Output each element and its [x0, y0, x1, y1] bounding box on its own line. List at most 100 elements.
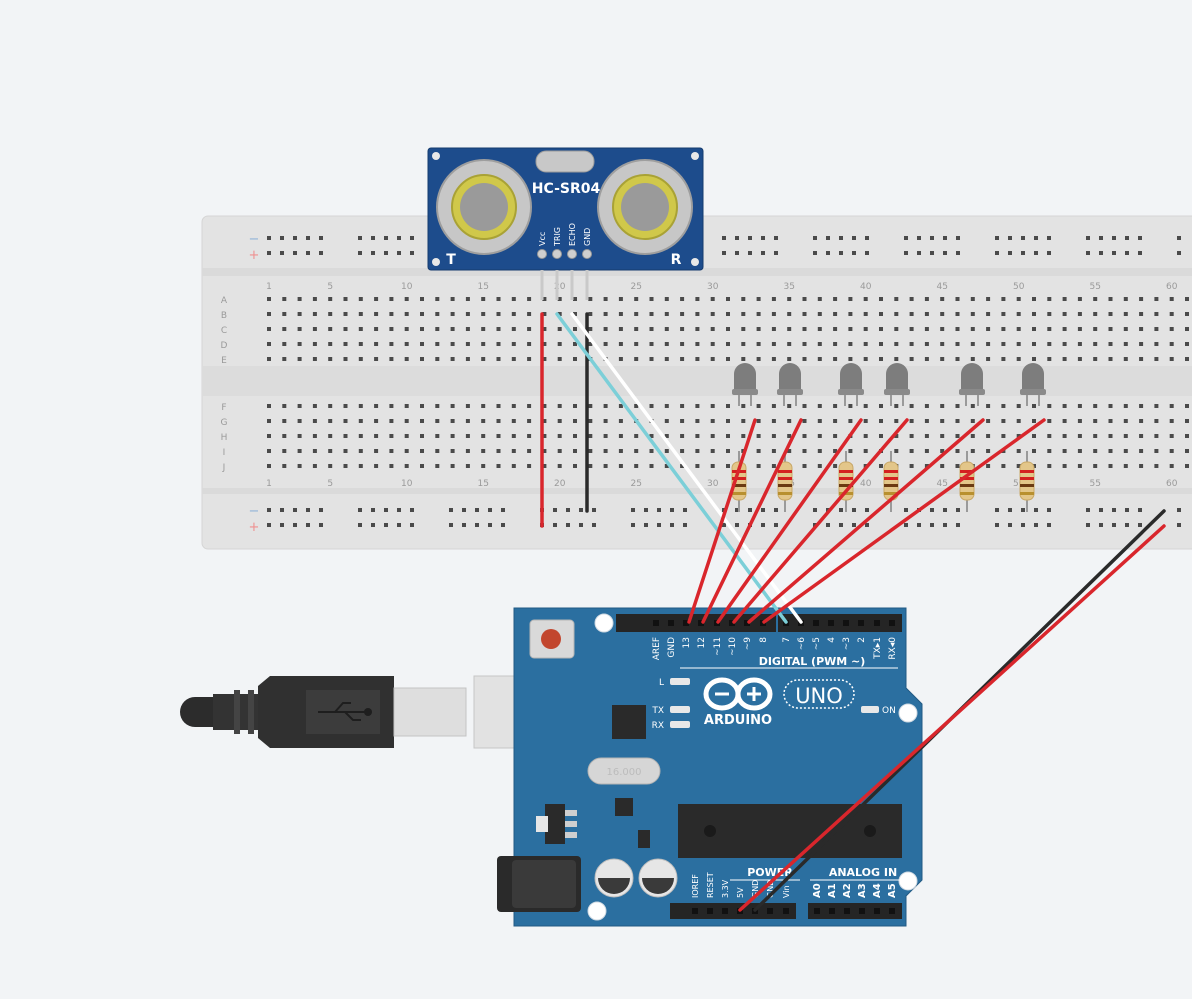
breadboard-hole[interactable] [573, 342, 577, 346]
breadboard-hole[interactable] [588, 449, 593, 453]
digital-pin-socket[interactable] [889, 620, 895, 626]
breadboard-hole[interactable] [634, 312, 639, 316]
breadboard-hole[interactable] [618, 434, 623, 438]
analog-pin-socket[interactable] [889, 908, 895, 914]
rail-hole[interactable] [1177, 523, 1181, 527]
breadboard-hole[interactable] [970, 342, 975, 346]
breadboard-hole[interactable] [404, 357, 409, 361]
led[interactable] [959, 363, 985, 406]
rail-hole[interactable] [1138, 236, 1142, 240]
rail-hole[interactable] [462, 523, 466, 527]
breadboard-hole[interactable] [618, 449, 623, 453]
breadboard-hole[interactable] [634, 297, 639, 301]
power-pin-socket[interactable] [783, 908, 789, 914]
breadboard-hole[interactable] [312, 449, 317, 453]
breadboard-hole[interactable] [940, 464, 945, 468]
breadboard-hole[interactable] [496, 342, 501, 346]
breadboard-hole[interactable] [557, 464, 562, 468]
breadboard-hole[interactable] [1154, 419, 1159, 423]
breadboard-hole[interactable] [771, 404, 776, 408]
breadboard-hole[interactable] [756, 464, 761, 468]
rail-hole[interactable] [579, 508, 583, 512]
rail-hole[interactable] [826, 523, 830, 527]
breadboard-hole[interactable] [1123, 342, 1128, 346]
breadboard-hole[interactable] [450, 342, 455, 346]
resistor[interactable] [777, 451, 793, 512]
breadboard-hole[interactable] [573, 312, 577, 316]
breadboard-hole[interactable] [894, 327, 899, 331]
rail-hole[interactable] [761, 251, 765, 255]
breadboard-hole[interactable] [435, 327, 440, 331]
breadboard-hole[interactable] [328, 342, 333, 346]
breadboard-hole[interactable] [879, 312, 883, 316]
rail-hole[interactable] [384, 508, 388, 512]
rail-hole[interactable] [371, 236, 375, 240]
rail-hole[interactable] [722, 236, 726, 240]
breadboard-hole[interactable] [603, 297, 608, 301]
breadboard-hole[interactable] [1108, 297, 1113, 301]
breadboard-hole[interactable] [267, 327, 271, 331]
rail-hole[interactable] [852, 508, 856, 512]
breadboard-hole[interactable] [680, 464, 685, 468]
breadboard-hole[interactable] [1123, 449, 1128, 453]
digital-pin-socket[interactable] [668, 620, 674, 626]
breadboard-hole[interactable] [603, 404, 608, 408]
breadboard-hole[interactable] [1169, 297, 1174, 301]
rail-hole[interactable] [1034, 236, 1038, 240]
breadboard-hole[interactable] [986, 404, 991, 408]
rail-hole[interactable] [553, 508, 557, 512]
breadboard-hole[interactable] [802, 357, 807, 361]
breadboard-hole[interactable] [496, 434, 501, 438]
breadboard-hole[interactable] [664, 434, 669, 438]
rail-hole[interactable] [943, 523, 947, 527]
rail-hole[interactable] [280, 236, 284, 240]
breadboard-hole[interactable] [802, 404, 807, 408]
breadboard-hole[interactable] [787, 312, 792, 316]
rail-hole[interactable] [748, 251, 752, 255]
breadboard-hole[interactable] [557, 297, 562, 301]
rail-hole[interactable] [1034, 523, 1038, 527]
rail-hole[interactable] [501, 523, 505, 527]
breadboard-hole[interactable] [848, 327, 853, 331]
breadboard-hole[interactable] [527, 312, 532, 316]
rail-hole[interactable] [930, 251, 934, 255]
rail-hole[interactable] [1112, 523, 1116, 527]
rail-hole[interactable] [735, 251, 739, 255]
breadboard-hole[interactable] [863, 404, 868, 408]
breadboard-hole[interactable] [1169, 327, 1174, 331]
breadboard-hole[interactable] [664, 404, 669, 408]
breadboard-hole[interactable] [970, 327, 975, 331]
breadboard-hole[interactable] [511, 449, 516, 453]
breadboard-hole[interactable] [1154, 297, 1159, 301]
breadboard-hole[interactable] [358, 342, 363, 346]
rail-hole[interactable] [761, 236, 765, 240]
breadboard-hole[interactable] [573, 449, 577, 453]
breadboard-hole[interactable] [450, 449, 455, 453]
breadboard-hole[interactable] [771, 312, 776, 316]
breadboard-hole[interactable] [603, 419, 608, 423]
breadboard-hole[interactable] [542, 357, 547, 361]
breadboard-hole[interactable] [297, 419, 302, 423]
rail-hole[interactable] [1021, 251, 1025, 255]
breadboard-hole[interactable] [1016, 449, 1021, 453]
breadboard-hole[interactable] [374, 342, 379, 346]
breadboard-hole[interactable] [511, 342, 516, 346]
breadboard-hole[interactable] [481, 342, 486, 346]
breadboard-hole[interactable] [435, 434, 440, 438]
breadboard-hole[interactable] [649, 342, 654, 346]
breadboard-hole[interactable] [1032, 312, 1036, 316]
breadboard-hole[interactable] [680, 357, 685, 361]
rail-hole[interactable] [956, 508, 960, 512]
breadboard-hole[interactable] [312, 404, 317, 408]
breadboard-hole[interactable] [1154, 434, 1159, 438]
breadboard-hole[interactable] [527, 297, 532, 301]
breadboard-hole[interactable] [634, 449, 639, 453]
breadboard-hole[interactable] [1093, 342, 1098, 346]
breadboard-hole[interactable] [1077, 327, 1082, 331]
rail-hole[interactable] [956, 236, 960, 240]
rail-hole[interactable] [1138, 523, 1142, 527]
breadboard-hole[interactable] [894, 342, 899, 346]
breadboard-hole[interactable] [1001, 434, 1006, 438]
rail-hole[interactable] [1099, 251, 1103, 255]
